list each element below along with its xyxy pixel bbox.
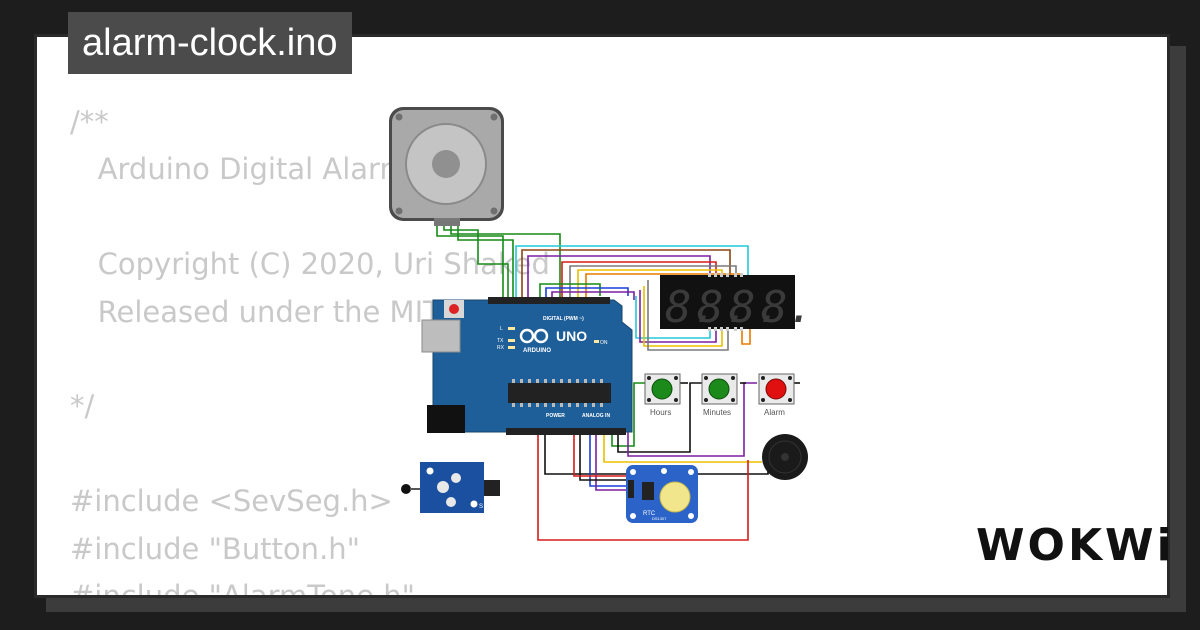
wire [551, 291, 635, 300]
led-l-label: L [500, 326, 503, 332]
buzzer[interactable] [762, 434, 808, 480]
seven-segment-display[interactable]: 8. 8. 8. 8. [660, 273, 814, 333]
arduino-uno[interactable]: UNO ARDUINO DIGITAL (PWM ~) POWER ANALOG… [421, 297, 633, 435]
code-line: /** [70, 105, 109, 139]
display-pins [708, 273, 743, 331]
button-label: Minutes [703, 408, 731, 417]
wire [617, 382, 702, 453]
wire [569, 265, 737, 300]
button-hours[interactable]: Hours [644, 373, 681, 417]
digital-label: DIGITAL (PWM ~) [543, 316, 584, 322]
wire [443, 222, 509, 300]
display-digit: 8. [729, 282, 782, 333]
sensor-pin-label: S [479, 504, 483, 510]
power-label: POWER [546, 413, 565, 419]
led-on-label: ON [600, 340, 608, 346]
display-digit: 8. [761, 282, 814, 333]
wire [573, 432, 628, 477]
chip-pins [512, 379, 603, 407]
code-preview: /** Arduino Digital Alarm Clock Copyrigh… [70, 99, 569, 598]
wire [627, 382, 757, 457]
wire [539, 283, 601, 300]
wire [515, 245, 749, 300]
coin-cell-battery [659, 481, 691, 513]
button-alarm[interactable]: Alarm [758, 373, 795, 417]
wire [611, 382, 645, 447]
project-title[interactable]: alarm-clock.ino [68, 12, 352, 74]
button-label: Alarm [764, 408, 785, 417]
temperature-sensor[interactable]: S [401, 462, 500, 513]
brand-label: ARDUINO [523, 348, 551, 354]
code-line: #include "Button.h" [70, 531, 360, 566]
wire [521, 249, 731, 300]
button-cap [765, 378, 787, 400]
wokwi-logo: WOKWi [976, 520, 1175, 571]
code-line: #include "AlarmTone.h" [70, 579, 415, 598]
display-digit: 8. [697, 282, 750, 333]
code-line: #include <SevSeg.h> [70, 484, 393, 519]
wire [579, 432, 628, 481]
rtc-module[interactable]: RTC DS1307 [626, 465, 698, 523]
button-label: Hours [650, 408, 671, 417]
board-label: UNO [556, 328, 587, 344]
analog-label: ANALOG IN [582, 413, 610, 419]
led-rx-label: RX [497, 345, 505, 351]
wire [589, 432, 628, 487]
button-minutes[interactable]: Minutes [701, 373, 738, 417]
wire [647, 280, 729, 351]
wire [639, 290, 717, 343]
stepper-motor[interactable] [389, 107, 504, 226]
star-icon [661, 468, 667, 474]
button-cap [708, 378, 730, 400]
wire [635, 296, 711, 339]
rtc-chip-label: DS1307 [652, 516, 667, 521]
wire [537, 432, 749, 541]
button-cap [651, 378, 673, 400]
display-digit: 8. [665, 282, 718, 333]
wire [457, 222, 514, 300]
code-line: Copyright (C) 2020, Uri Shaked [70, 247, 550, 282]
wire [450, 222, 561, 300]
wire [595, 432, 628, 491]
wire [436, 222, 504, 300]
led-tx-label: TX [497, 338, 504, 344]
wire [643, 286, 723, 347]
rtc-label: RTC [643, 511, 656, 517]
wire [603, 432, 762, 463]
code-line: */ [70, 389, 95, 424]
arduino-logo-icon [519, 328, 549, 344]
